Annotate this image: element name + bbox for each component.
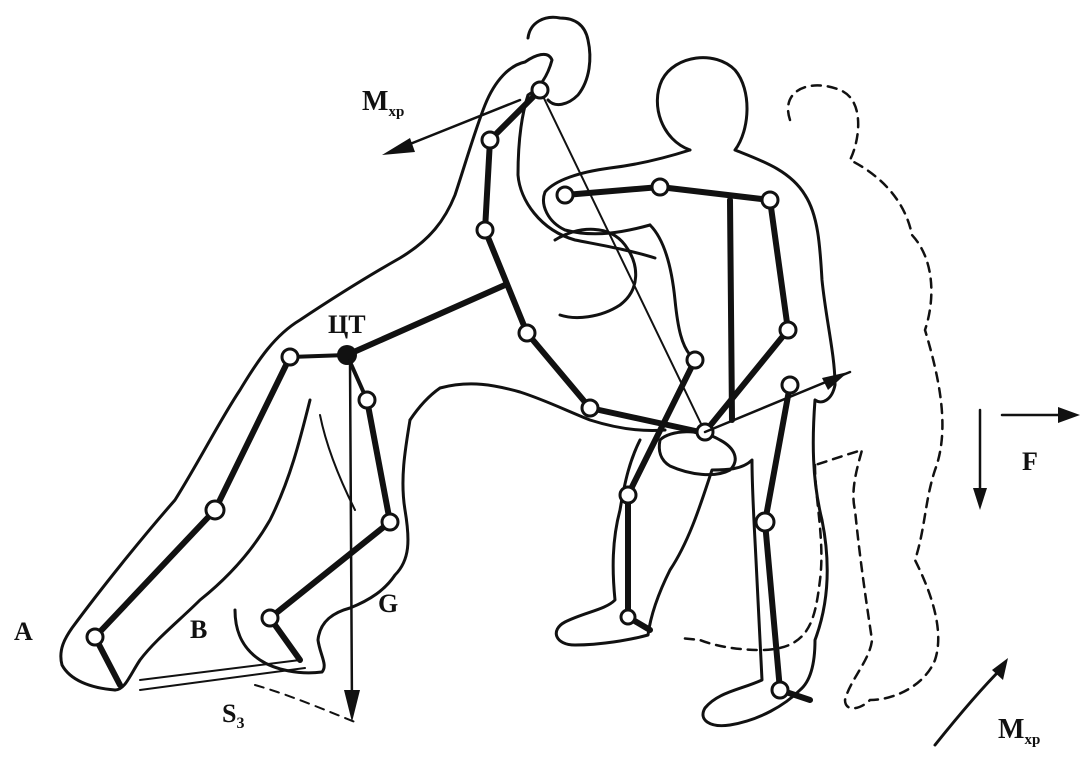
gravity-arrow-head [344, 690, 360, 722]
label-f: F [1022, 447, 1038, 476]
ghost-silhouette [788, 85, 942, 708]
joint [780, 322, 796, 338]
joint [762, 192, 778, 208]
defender-torso-detail [650, 225, 690, 355]
joint [359, 392, 375, 408]
joint [382, 514, 398, 530]
joint [262, 610, 278, 626]
gravity-arrow-line [350, 360, 352, 710]
joint [772, 682, 788, 698]
defender-arm-bones [705, 200, 788, 432]
joint [652, 179, 668, 195]
joint [620, 487, 636, 503]
joint [557, 187, 573, 203]
label-g: G [378, 589, 398, 618]
joint [282, 349, 298, 365]
center-of-gravity-dot [337, 345, 357, 365]
joint [782, 377, 798, 393]
joint [477, 222, 493, 238]
force-horizontal-head [1058, 407, 1080, 423]
attacker-outline [61, 54, 655, 690]
defender-spine [730, 200, 732, 420]
force-vertical-head [973, 488, 987, 510]
joint [687, 352, 703, 368]
ghost-leg-lower [680, 465, 821, 650]
attacker-back-outline [410, 384, 665, 431]
moment-top-arrow-head [382, 138, 415, 155]
displacement-line [140, 668, 305, 690]
moment-bottom-arrow [935, 668, 1002, 745]
defender-joints [557, 179, 798, 698]
joint [532, 82, 548, 98]
label-a: A [14, 617, 33, 646]
displacement-dashed [255, 685, 355, 722]
defender-left-leg-bones [765, 385, 810, 700]
label-center-of-gravity: ЦТ [328, 310, 366, 339]
joint [756, 513, 774, 531]
label-s3: S3 [222, 699, 244, 732]
joint [482, 132, 498, 148]
label-m-top: Mхр [362, 86, 404, 120]
attacker-inner-line [140, 415, 355, 680]
attacker-pelvis [290, 355, 367, 400]
joint [621, 610, 635, 624]
attacker-back-bone [347, 285, 505, 355]
joint [87, 629, 103, 645]
joint [519, 325, 535, 341]
hands-outline [659, 432, 735, 475]
label-b: B [190, 615, 207, 644]
joint [582, 400, 598, 416]
joint [206, 501, 224, 519]
attacker-right-leg-bones [270, 400, 390, 660]
label-m-bottom: Mхр [998, 714, 1040, 748]
